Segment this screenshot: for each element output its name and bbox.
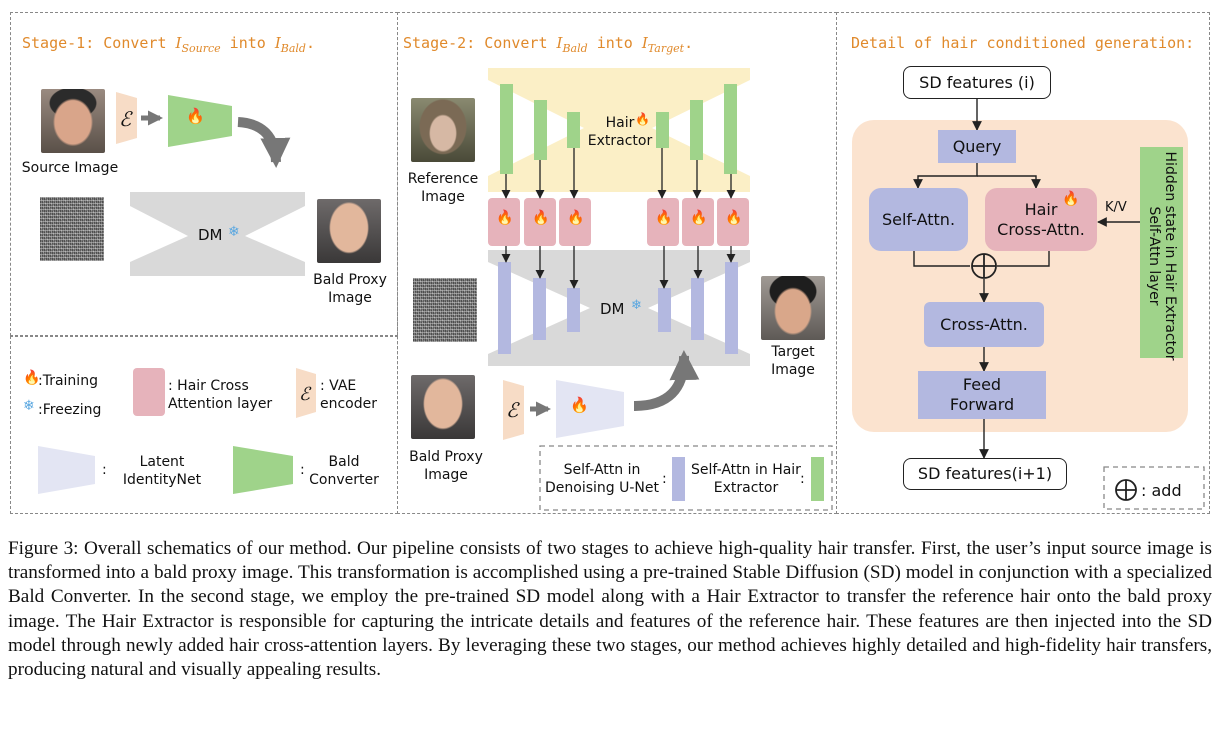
hair-extractor-shape: [488, 68, 750, 192]
bald-proxy-image-stage1: [317, 199, 381, 263]
stage1-dm-shape: [130, 192, 305, 276]
latent-identitynet: [556, 380, 624, 438]
kv-label: K/V: [1105, 200, 1127, 215]
source-image: [41, 89, 105, 153]
detail-panel: [836, 12, 1210, 514]
stage1-noise-image: [40, 197, 104, 261]
source-image-label: Source Image: [21, 160, 119, 176]
selfattn-legend-box: [539, 445, 833, 511]
stage2-dm-shape: [488, 250, 750, 366]
legend-vae-symbol: ℰ: [299, 384, 310, 405]
stage2-encoder-symbol: ℰ: [506, 398, 519, 422]
add-legend-icon: [1115, 479, 1137, 501]
add-operator: [971, 253, 997, 279]
sd-features-in: SD features (i): [903, 66, 1051, 99]
bald-proxy-label-stage1: Bald Proxy Image: [313, 272, 387, 306]
hair-cross-fire-icon: 🔥: [1062, 191, 1080, 207]
figure-caption: Figure 3: Overall schematics of our meth…: [8, 538, 1212, 681]
query-box: Query: [938, 130, 1016, 163]
legend-selfattn-hair: Self-Attn in Hair Extractor: [691, 462, 801, 496]
reference-image-label: Reference Image: [407, 171, 479, 205]
stage1-encoder-symbol: ℰ: [119, 107, 132, 131]
feed-forward-line1: Feed: [962, 375, 1002, 394]
feed-forward-line2: Forward: [949, 395, 1015, 414]
legend-vae: : VAE encoder: [320, 378, 378, 412]
identitynet-fire-icon: 🔥: [570, 396, 589, 414]
target-image: [761, 276, 825, 340]
stage1-vae-encoder: [116, 92, 137, 144]
stage1-freeze-icon: ❄: [228, 224, 240, 240]
stage2-vae-encoder: [503, 380, 524, 440]
hidden-state-box: [1140, 147, 1183, 358]
hair-extractor-fire-icon: 🔥: [635, 112, 650, 126]
stage2-arrow-id-dm: [633, 350, 700, 411]
stage2-title: Stage-2: Convert IBald into ITarget.: [403, 34, 694, 55]
legend-training: :Training: [38, 373, 98, 389]
reference-image: [411, 98, 475, 162]
legend-selfattn-unet: Self-Attn in Denoising U-Net: [545, 462, 659, 496]
legend-fire-icon: 🔥: [23, 370, 41, 386]
unet-selfattn-bars: [498, 262, 738, 354]
hidden-state-label: Hidden state in Hair Extractor Self-Attn…: [1146, 151, 1178, 361]
bald-proxy-image-stage2: [411, 375, 475, 439]
legend-bald-colon: :: [300, 462, 305, 478]
stage1-arrow-conv-dm: [237, 117, 291, 168]
legend-latent: Latent IdentityNet: [122, 454, 202, 488]
self-attn-box: Self-Attn.: [869, 188, 968, 251]
detail-title: Detail of hair conditioned generation:: [851, 34, 1195, 52]
legend-bald-converter: Bald Converter: [309, 454, 379, 488]
stage2-noise-image: [413, 278, 477, 342]
legend-selfattn-hair-colon: :: [800, 471, 805, 487]
stage1-fire-icon: 🔥: [186, 107, 205, 125]
legend-freeze-icon: ❄: [23, 398, 35, 414]
hair-extractor-label: Hair Extractor: [587, 115, 653, 149]
stage2-dm-label: DM: [600, 300, 625, 318]
legend-hair-cross: : Hair Cross Attention layer: [168, 378, 273, 412]
stage1-dm-label: DM: [198, 226, 223, 244]
legend-selfattn-unet-colon: :: [662, 471, 667, 487]
hair-cross-attn-box: Hair Cross-Attn.: [985, 188, 1097, 251]
extractor-selfattn-bars: [500, 84, 737, 174]
stage1-title: Stage-1: Convert ISource into IBald.: [22, 34, 315, 55]
stage2-freeze-icon: ❄: [631, 298, 642, 313]
bald-proxy-label-stage2: Bald Proxy Image: [409, 449, 483, 483]
hair-cross-attn-blocks: [488, 198, 749, 246]
target-image-label: Target Image: [771, 344, 815, 378]
legend-latent-colon: :: [102, 462, 107, 478]
legend-freezing: :Freezing: [38, 402, 102, 418]
stage1-bald-converter: [168, 95, 232, 147]
hair-cross-attn-line2: Cross-Attn.: [997, 219, 1085, 239]
add-legend-label: : add: [1141, 481, 1182, 500]
sd-features-out: SD features(i+1): [903, 458, 1067, 490]
feed-forward-box: Feed Forward: [918, 371, 1046, 419]
cross-attn-box: Cross-Attn.: [924, 302, 1044, 347]
hair-cross-attn-line1: Hair: [1024, 199, 1058, 219]
